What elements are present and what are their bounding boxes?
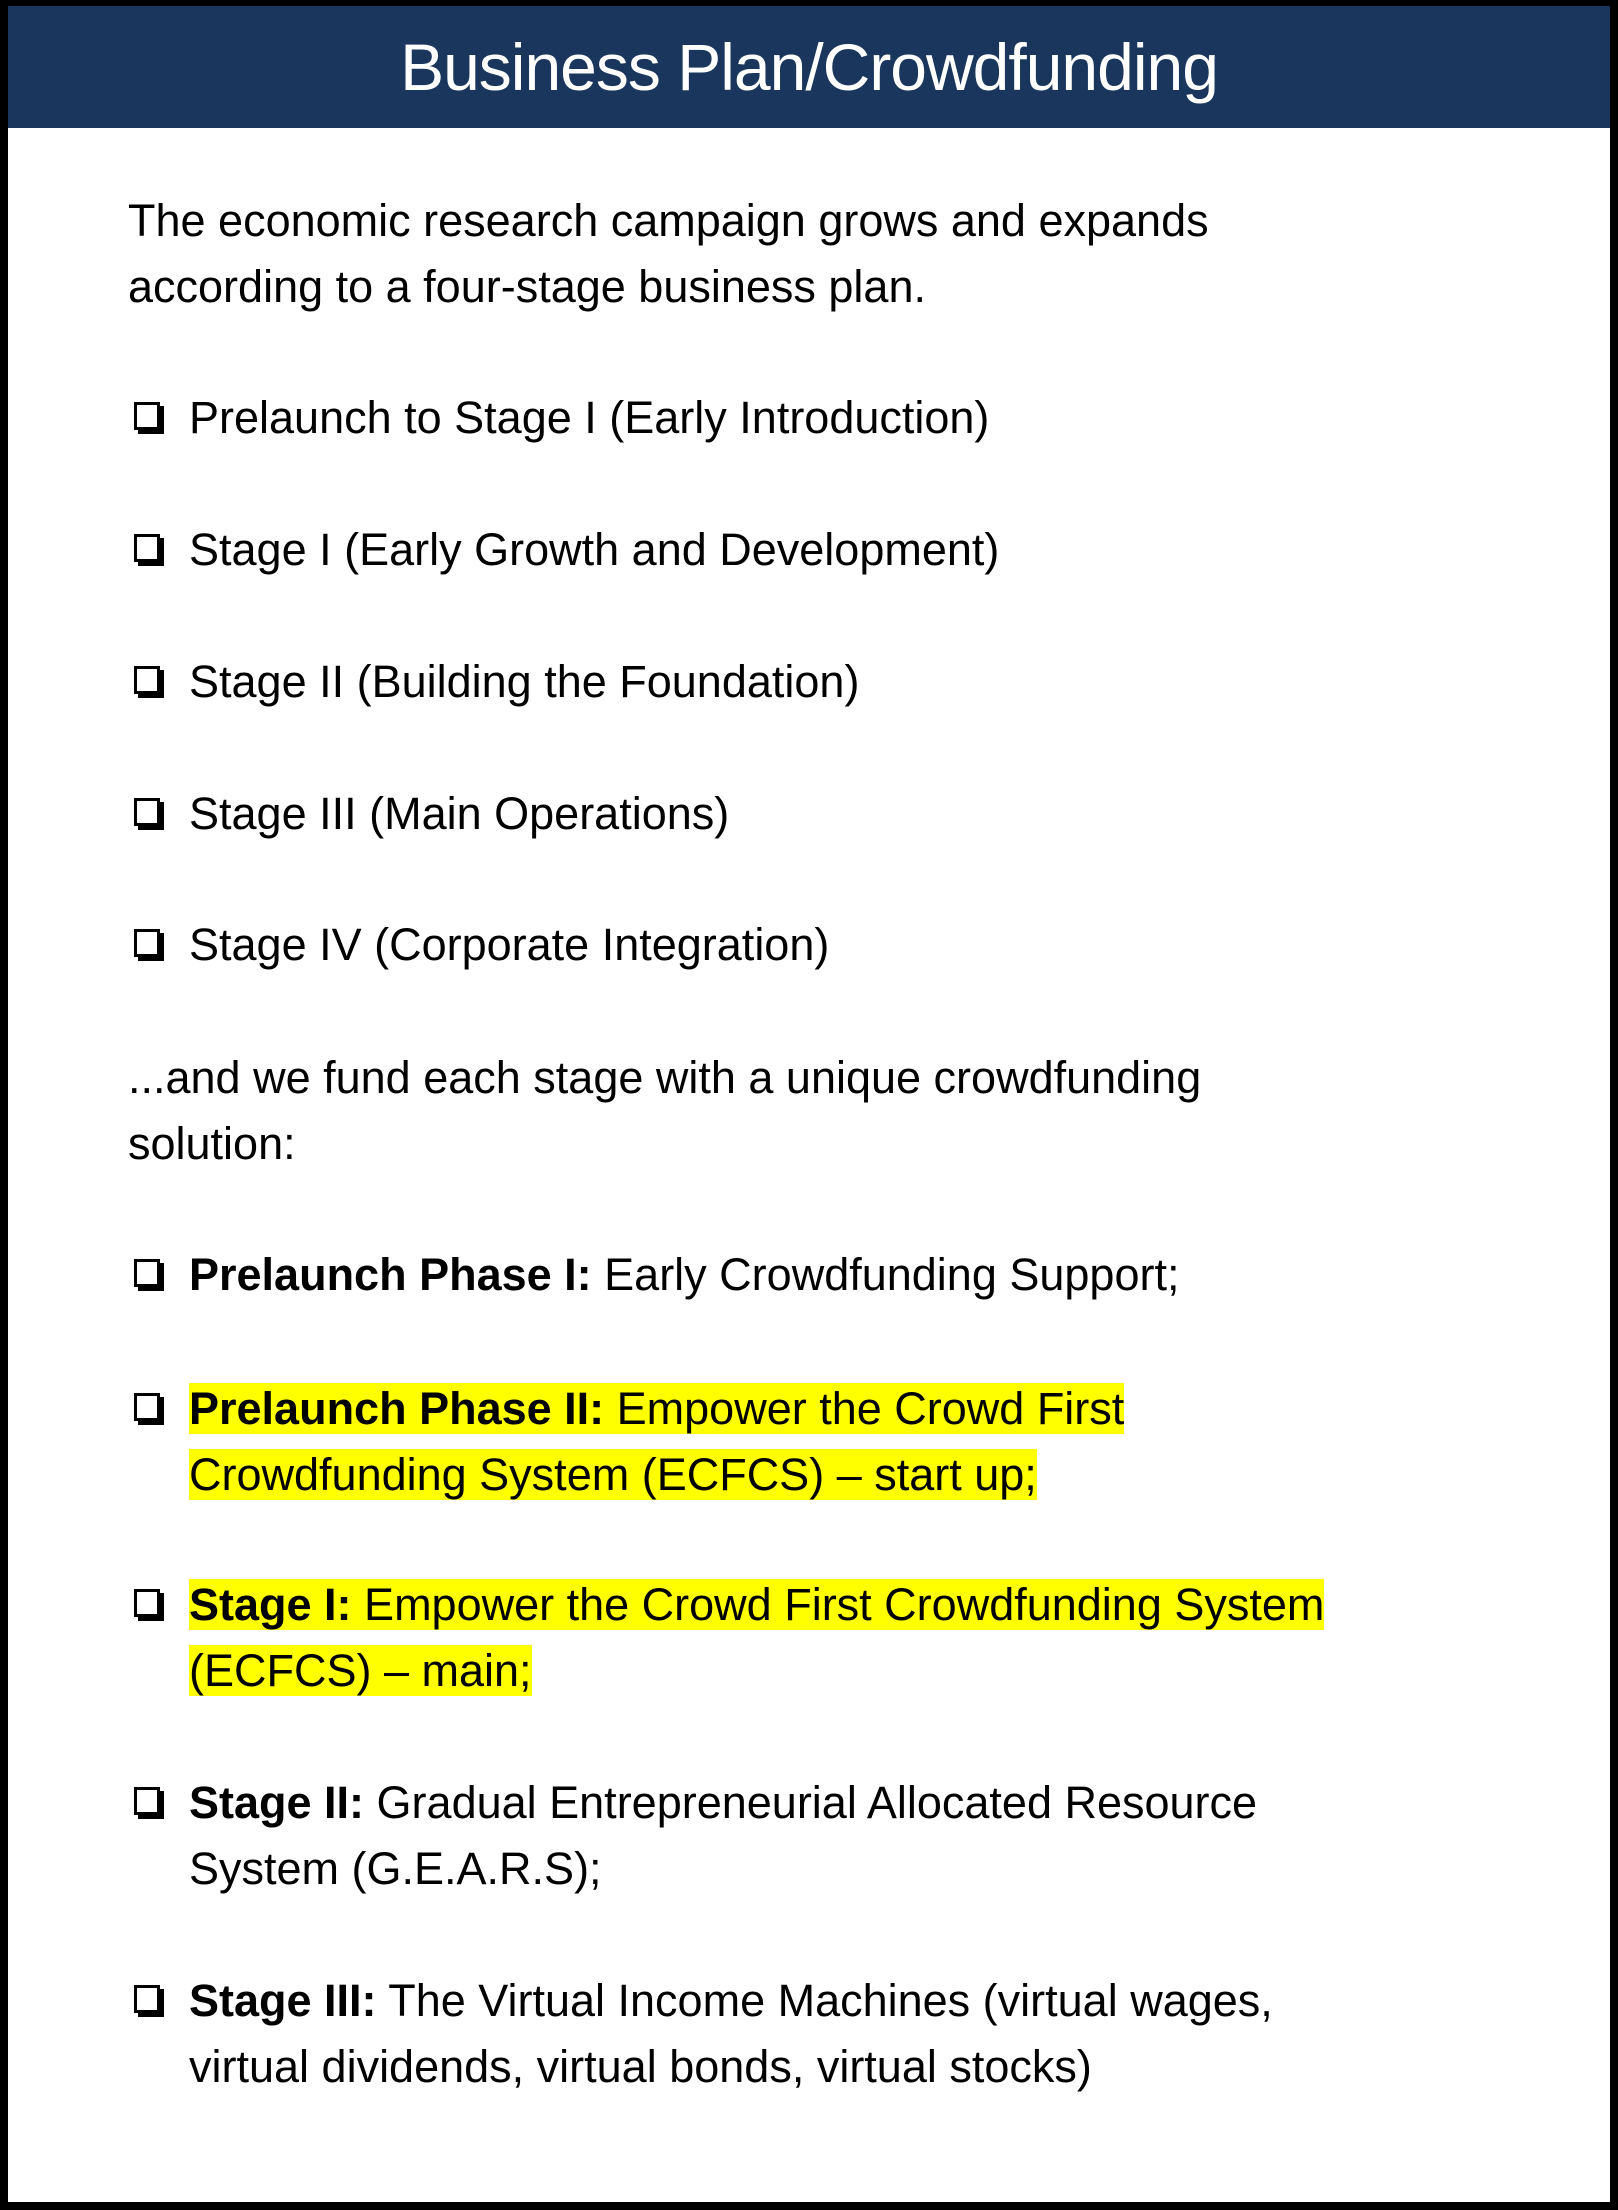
slide: Business Plan/Crowdfunding The economic …: [8, 6, 1610, 2202]
checkbox-icon: [134, 1393, 160, 1421]
stage-label: Stage II (Building the Foundation): [189, 656, 860, 707]
funding-text: Crowdfunding System (ECFCS) – start up;: [189, 1448, 1037, 1500]
funding-label: Prelaunch Phase I:: [189, 1249, 592, 1300]
stage-label: Prelaunch to Stage I (Early Introduction…: [189, 392, 990, 443]
funding-text: Early Crowdfunding Support;: [591, 1249, 1180, 1300]
funding-text: Gradual Entrepreneurial Allocated Resour…: [364, 1777, 1258, 1828]
funding-text: Empower the Crowd First Crowdfunding Sys…: [351, 1579, 1325, 1630]
funding-label: Stage II:: [189, 1777, 365, 1828]
checkbox-icon: [134, 1985, 160, 2013]
checkbox-icon: [134, 1589, 160, 1617]
funding-text: (ECFCS) – main;: [189, 1644, 532, 1696]
checkbox-icon: [134, 798, 160, 826]
funding-intro: ...and we fund each stage with a unique …: [128, 1045, 1201, 1176]
stage-label: Stage IV (Corporate Integration): [189, 919, 830, 970]
funding-label: Prelaunch Phase II:: [189, 1383, 605, 1434]
checkbox-icon: [134, 1787, 160, 1815]
intro-line: according to a four-stage business plan.: [128, 260, 926, 312]
funding-text: System (G.E.A.R.S);: [189, 1842, 602, 1894]
funding-text: The Virtual Income Machines (virtual wag…: [376, 1975, 1273, 2026]
intro-line: The economic research campaign grows and…: [128, 195, 1209, 246]
checkbox-icon: [134, 534, 160, 562]
stage-label: Stage I (Early Growth and Development): [189, 524, 1000, 575]
funding-text: virtual dividends, virtual bonds, virtua…: [189, 2040, 1092, 2092]
slide-title: Business Plan/Crowdfunding: [8, 6, 1610, 128]
checkbox-icon: [134, 402, 160, 430]
funding-intro-line: solution:: [128, 1117, 296, 1169]
stage-label: Stage III (Main Operations): [189, 788, 730, 839]
checkbox-icon: [134, 666, 160, 694]
checkbox-icon: [134, 929, 160, 957]
funding-text: Empower the Crowd First: [604, 1383, 1125, 1434]
funding-intro-line: ...and we fund each stage with a unique …: [128, 1052, 1202, 1103]
checkbox-icon: [134, 1259, 160, 1287]
funding-label: Stage I:: [189, 1579, 352, 1630]
intro-paragraph: The economic research campaign grows and…: [128, 188, 1209, 319]
funding-label: Stage III:: [189, 1975, 377, 2026]
